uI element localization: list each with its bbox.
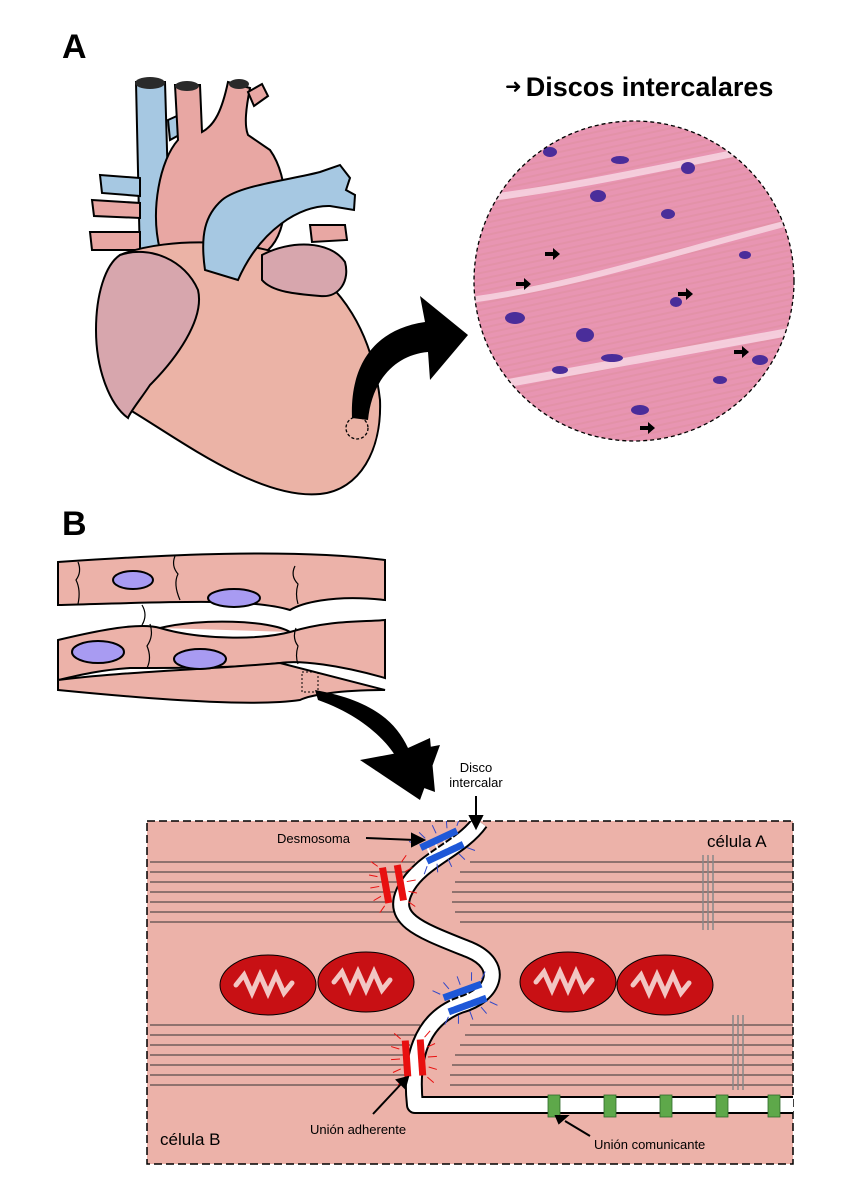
pulmonary-artery [202,163,357,282]
nucleus-3 [71,640,125,664]
arrow-icon: ➜ [505,76,522,98]
histology-title: ➜Discos intercalares [505,72,773,103]
disc-marker-4 [734,346,749,358]
cell-a-label: célula A [707,832,767,851]
disc-marker-2 [516,278,531,290]
histology-micrograph [474,121,794,441]
disc-label-line2: intercalar [449,775,503,790]
adherens-label: Unión adherente [310,1122,407,1137]
heart-illustration [88,77,382,496]
panel-label-a: A [62,28,87,66]
nucleus-4 [173,648,227,670]
left-veins [98,173,141,198]
disc-marker-5 [640,422,655,434]
gap-junction-label: Unión comunicante [594,1137,706,1152]
histology-title-text: Discos intercalares [525,72,774,102]
gap-junctions [547,1094,781,1118]
disc-label: Disco intercalar [440,760,512,790]
cell-b-label: célula B [160,1130,221,1149]
desmosome-1 [408,821,476,875]
left-atrium [261,243,348,298]
right-atrium [94,250,201,420]
label-arrows [365,796,591,1137]
intercalated-disc-detail [146,820,794,1165]
panel-label-b: B [62,505,87,543]
desmosome-2 [432,971,498,1025]
nucleus-2 [207,588,261,608]
fiber-top [57,552,386,612]
nucleus-1 [112,570,154,590]
disc-marker-3 [678,288,693,300]
muscle-fibers [57,552,386,704]
adherens-junction-2 [391,1030,437,1086]
disc-label-line1: Disco [459,760,493,775]
desmosome-label: Desmosoma [277,831,350,846]
adherens-junction-1 [368,854,418,914]
disc-marker-1 [545,248,560,260]
zoom-box [301,671,319,693]
mitochondria [219,951,714,1016]
zoom-arrow-a [351,296,468,420]
